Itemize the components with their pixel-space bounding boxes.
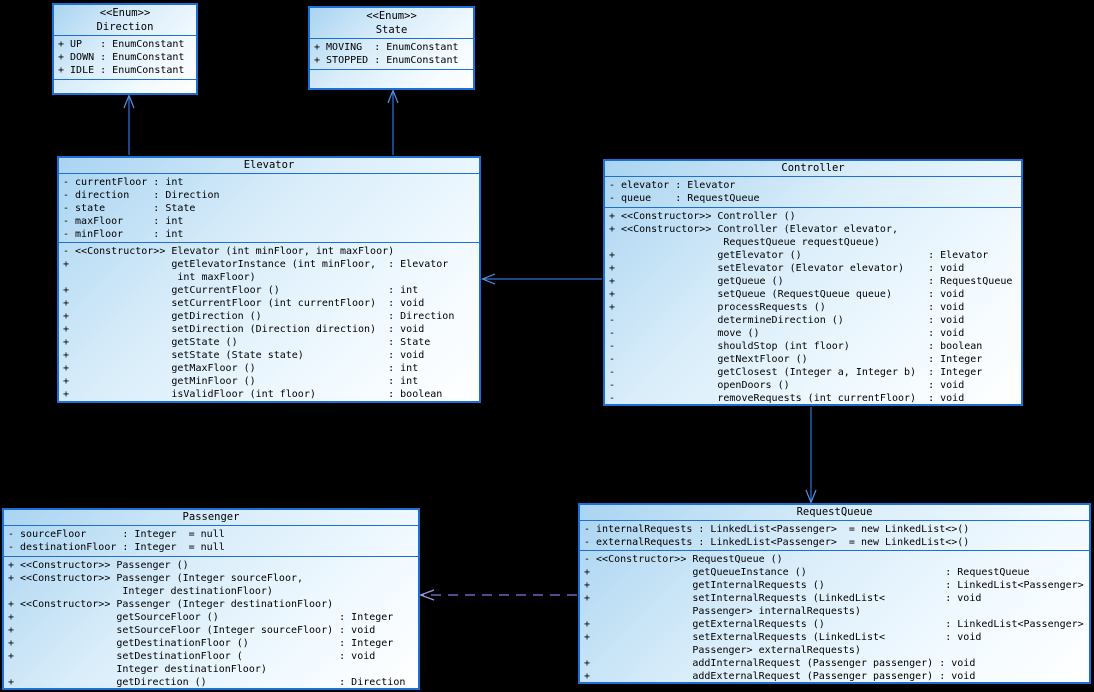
text-line: + setState (State state) : void bbox=[63, 350, 425, 362]
text-line: + UP : EnumConstant bbox=[58, 39, 185, 50]
text-line: - queue : RequestQueue bbox=[609, 193, 760, 204]
text-line: + addExternalRequest (Passenger passenge… bbox=[584, 671, 976, 682]
text-line: + <<Constructor>> Passenger (Integer sou… bbox=[8, 572, 304, 584]
text-line: - getClosest (Integer a, Integer b) : In… bbox=[609, 366, 983, 378]
text-line: + setDestinationFloor ( : void bbox=[8, 650, 376, 662]
text-line: + setElevator (Elevator elevator) : void bbox=[609, 262, 965, 274]
methods-compartment: + <<Constructor>> Passenger ()+ <<Constr… bbox=[4, 555, 418, 689]
class-name: Passenger bbox=[182, 511, 240, 523]
text-line: + DOWN : EnumConstant bbox=[58, 52, 185, 63]
text-line: + isValidFloor (int floor) : boolean bbox=[63, 389, 443, 401]
text-line: + IDLE : EnumConstant bbox=[58, 65, 185, 76]
text-line: + getInternalRequests () : LinkedList<Pa… bbox=[584, 580, 1084, 592]
text-line: - internalRequests : LinkedList<Passenge… bbox=[584, 524, 970, 535]
stereotype-label: <<Enum>> bbox=[99, 7, 151, 19]
text-line: + processRequests () : void bbox=[609, 301, 965, 313]
text-line: + STOPPED : EnumConstant bbox=[314, 55, 459, 66]
class-elevator[interactable]: Elevator - currentFloor : int - direction… bbox=[57, 156, 481, 403]
text-line: + getMinFloor () : int bbox=[63, 376, 419, 388]
stereotype-label: <<Enum>> bbox=[366, 10, 417, 22]
methods-compartment: - <<Constructor>> RequestQueue ()+ getQu… bbox=[580, 550, 1089, 682]
dashed-arrow-requestqueue-to-passenger bbox=[418, 589, 577, 601]
class-name: State bbox=[375, 24, 408, 36]
text-line: + getQueue () : RequestQueue bbox=[609, 275, 1013, 287]
attributes-compartment: - internalRequests : LinkedList<Passenge… bbox=[580, 520, 1089, 550]
methods-compartment bbox=[310, 69, 473, 88]
text-line: - state : State bbox=[63, 203, 196, 214]
text-line: - shouldStop (int floor) : boolean bbox=[609, 340, 983, 352]
text-line: - minFloor : int bbox=[63, 229, 184, 240]
class-requestqueue[interactable]: RequestQueue - internalRequests : Linked… bbox=[578, 503, 1091, 684]
text-line: + MOVING : EnumConstant bbox=[314, 42, 459, 53]
class-name: Direction bbox=[96, 21, 154, 33]
text-line: - <<Constructor>> RequestQueue () bbox=[584, 554, 783, 566]
text-line: + <<Constructor>> Passenger () bbox=[8, 559, 189, 571]
text-line: + getMaxFloor () : int bbox=[63, 363, 419, 375]
text-line: Integer destinationFloor) bbox=[8, 585, 273, 597]
text-line: Integer destinationFloor) bbox=[8, 663, 267, 675]
class-controller[interactable]: Controller - elevator : Elevator - queue … bbox=[603, 159, 1023, 406]
text-line: - destinationFloor : Integer = null bbox=[8, 542, 225, 553]
attributes-compartment: + UP : EnumConstant + DOWN : EnumConstant… bbox=[54, 35, 196, 79]
text-line: RequestQueue requestQueue) bbox=[609, 236, 880, 248]
attributes-compartment: - elevator : Elevator - queue : RequestQu… bbox=[605, 176, 1021, 207]
text-line: + setSourceFloor (Integer sourceFloor) :… bbox=[8, 624, 376, 636]
text-line: + getSourceFloor () : Integer bbox=[8, 611, 394, 623]
text-line: - getNextFloor () : Integer bbox=[609, 353, 983, 365]
text-line: Passenger> externalRequests) bbox=[584, 645, 861, 657]
text-line: + getDirection () : Direction bbox=[8, 676, 406, 688]
text-line: - currentFloor : int bbox=[63, 177, 184, 188]
text-line: - direction : Direction bbox=[63, 190, 220, 201]
class-direction-enum[interactable]: <<Enum>> Direction + UP : EnumConstant+ … bbox=[52, 3, 198, 95]
text-line: Passenger> internalRequests) bbox=[584, 606, 861, 618]
text-line: + getQueueInstance () : RequestQueue bbox=[584, 567, 1030, 579]
arrow-elevator-to-state bbox=[387, 88, 399, 155]
class-header: <<Enum>> State bbox=[310, 8, 473, 38]
text-line: + setInternalRequests (LinkedList< : voi… bbox=[584, 593, 982, 605]
text-line: - sourceFloor : Integer = null bbox=[8, 529, 225, 540]
text-line: + setQueue (RequestQueue queue) : void bbox=[609, 288, 965, 300]
text-line: - determineDirection () : void bbox=[609, 314, 965, 326]
text-line: - openDoors () : void bbox=[609, 379, 965, 391]
arrow-controller-to-elevator bbox=[480, 273, 602, 285]
text-line: + getElevator () : Elevator bbox=[609, 249, 989, 261]
methods-compartment bbox=[54, 79, 196, 93]
text-line: - <<Constructor>> Elevator (int minFloor… bbox=[63, 246, 395, 258]
text-line: - elevator : Elevator bbox=[609, 180, 736, 191]
text-line: - externalRequests : LinkedList<Passenge… bbox=[584, 537, 970, 548]
text-line: + setDirection (Direction direction) : v… bbox=[63, 324, 425, 336]
text-line: int maxFloor) bbox=[63, 272, 256, 284]
text-line: - maxFloor : int bbox=[63, 216, 184, 227]
class-name: Controller bbox=[781, 162, 845, 174]
text-line: + getDestinationFloor () : Integer bbox=[8, 637, 394, 649]
text-line: - move () : void bbox=[609, 327, 965, 339]
text-line: + getElevatorInstance (int minFloor, : E… bbox=[63, 259, 449, 271]
methods-compartment: - <<Constructor>> Elevator (int minFloor… bbox=[59, 242, 479, 401]
text-line: + getState () : State bbox=[63, 337, 431, 349]
class-name: Elevator bbox=[243, 159, 295, 171]
class-passenger[interactable]: Passenger - sourceFloor : Integer = null… bbox=[2, 508, 420, 690]
text-line: + <<Constructor>> Controller () bbox=[609, 210, 796, 222]
methods-compartment: + <<Constructor>> Controller ()+ <<Const… bbox=[605, 206, 1021, 404]
text-line: + addInternalRequest (Passenger passenge… bbox=[584, 658, 976, 670]
text-line: + getDirection () : Direction bbox=[63, 311, 455, 323]
text-line: + <<Constructor>> Controller (Elevator e… bbox=[609, 223, 898, 235]
text-line: + getCurrentFloor () : int bbox=[63, 285, 419, 297]
arrow-controller-to-requestqueue bbox=[805, 407, 817, 505]
attributes-compartment: - sourceFloor : Integer = null - destinat… bbox=[4, 525, 418, 556]
text-line: + setCurrentFloor (int currentFloor) : v… bbox=[63, 298, 425, 310]
arrow-elevator-to-direction bbox=[123, 93, 135, 155]
text-line: + getExternalRequests () : LinkedList<Pa… bbox=[584, 619, 1084, 631]
attributes-compartment: - currentFloor : int - direction : Direct… bbox=[59, 173, 479, 242]
attributes-compartment: + MOVING : EnumConstant + STOPPED : EnumC… bbox=[310, 38, 473, 69]
class-state-enum[interactable]: <<Enum>> State + MOVING : EnumConstant+ … bbox=[308, 6, 475, 90]
class-header: <<Enum>> Direction bbox=[54, 5, 196, 35]
text-line: - removeRequests (int currentFloor) : vo… bbox=[609, 392, 965, 404]
text-line: + setExternalRequests (LinkedList< : voi… bbox=[584, 632, 982, 644]
class-name: RequestQueue bbox=[796, 506, 873, 518]
text-line: + <<Constructor>> Passenger (Integer des… bbox=[8, 598, 334, 610]
